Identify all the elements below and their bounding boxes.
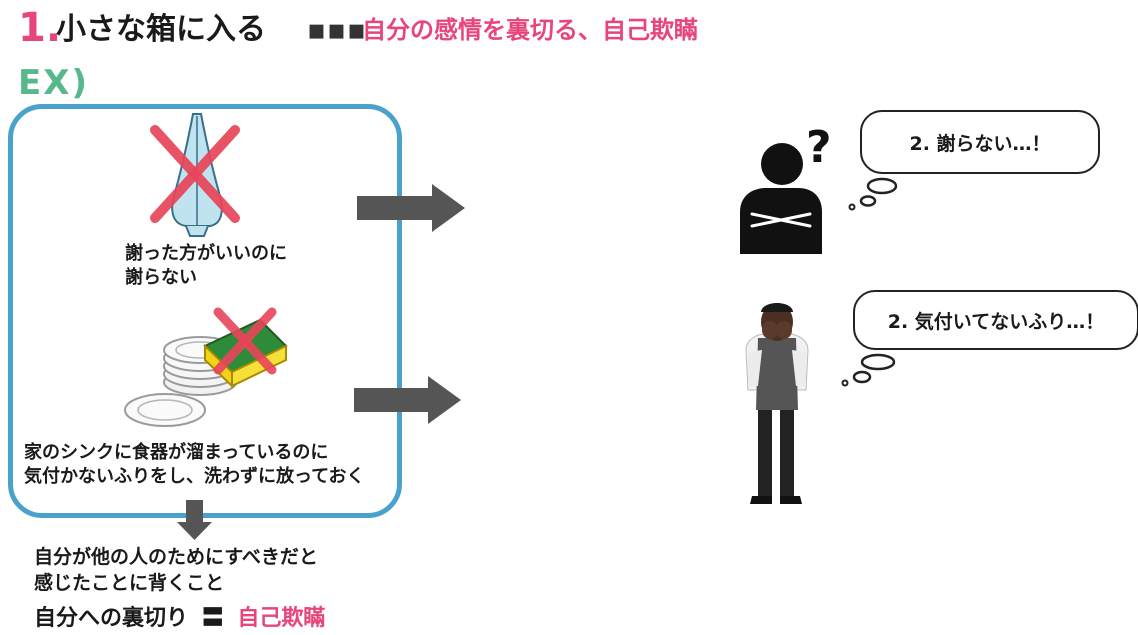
example-box [8, 104, 402, 518]
arrow-right-icon [357, 184, 465, 232]
section-number: 1. [18, 5, 62, 51]
thought-text: 2. 気付いてないふり…！ [887, 310, 1105, 333]
thought-bubble-tail [848, 177, 898, 211]
example-caption-dishes: 家のシンクに食器が溜まっているのに 気付かないふりをし、洗わずに放っておく [24, 441, 365, 489]
conclusion-text: 自分が他の人のためにすべきだと 感じたことに背くこと [34, 544, 318, 596]
question-mark-icon: ? [806, 122, 832, 173]
definition-term: 自分への裏切り [34, 606, 189, 631]
example-label: EX) [18, 63, 89, 103]
arrow-right-icon [354, 376, 461, 424]
thought-bubble-apology: 2. 謝らない…！ [860, 110, 1100, 174]
arrow-down-icon [177, 500, 212, 540]
title-ellipsis: ▪▪▪ [307, 13, 367, 46]
thought-text: 2. 謝らない…！ [909, 132, 1051, 155]
conclusion-line: 感じたことに背くこと [34, 572, 225, 594]
caption-line: 謝った方がいいのに [125, 243, 287, 264]
thought-bubble-tail [841, 353, 896, 387]
svg-text:?: ? [806, 122, 832, 173]
equals-sign: 〓 [201, 606, 224, 631]
page-subtitle: 自分の感情を裏切る、自己欺瞞 [362, 16, 698, 44]
conclusion-line: 自分が他の人のためにすべきだと [34, 546, 318, 568]
page-title: 小さな箱に入る [56, 12, 266, 47]
person-figure-icon [745, 303, 809, 504]
cross-mark-icon [213, 307, 277, 375]
definition-row: 自分への裏切り 〓 自己欺瞞 [34, 604, 325, 634]
person-silhouette-icon [740, 143, 822, 254]
thought-bubble-pretend: 2. 気付いてないふり…！ [853, 290, 1138, 350]
example-caption-apology: 謝った方がいいのに 謝らない [125, 242, 287, 290]
caption-line: 気付かないふりをし、洗わずに放っておく [24, 466, 365, 487]
definition-value: 自己欺瞞 [237, 606, 326, 631]
caption-line: 謝らない [125, 267, 197, 288]
caption-line: 家のシンクに食器が溜まっているのに [24, 442, 329, 463]
cross-mark-icon [150, 125, 240, 223]
